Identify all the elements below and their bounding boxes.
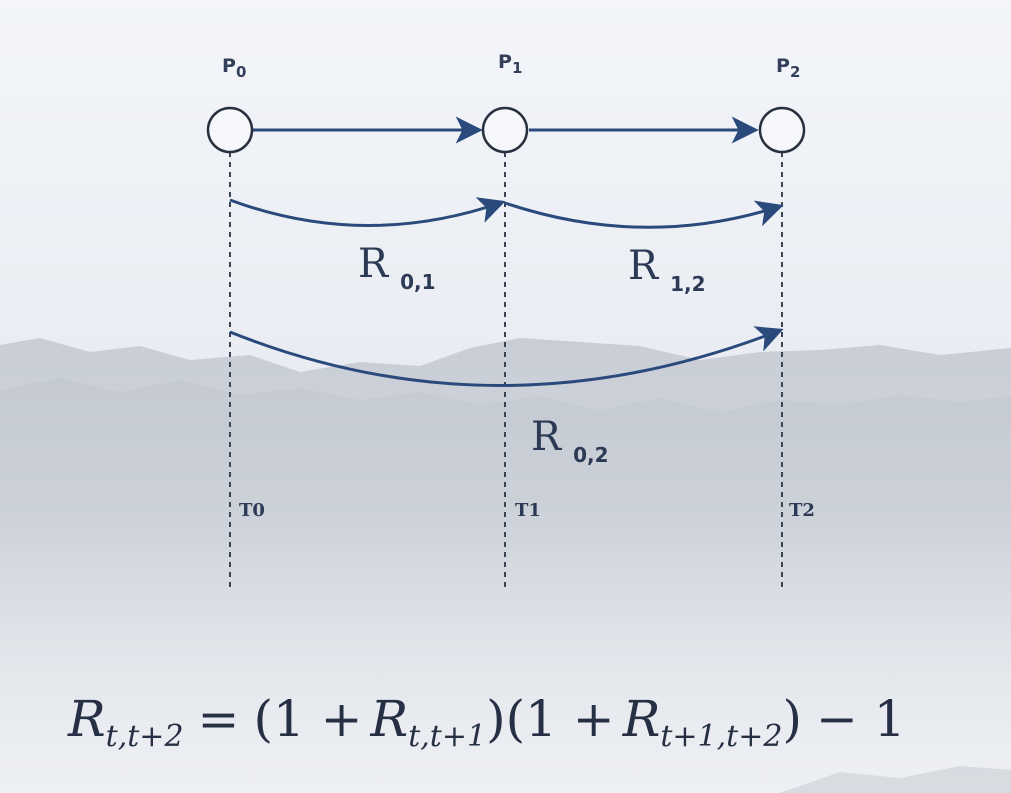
formula-term1-close: ) (486, 690, 506, 748)
formula-lhs-symbol: R (67, 690, 106, 748)
node-label-p2: P2 (776, 55, 800, 81)
formula-term2-open: (1 + (506, 690, 615, 748)
return-arrow-1-2 (504, 200, 784, 229)
formula-tail: − 1 (816, 690, 906, 748)
formula-term2-close: ) (782, 690, 802, 748)
time-label-t0: T0 (239, 500, 265, 521)
node-p1-circle (481, 106, 529, 154)
return-arrow-0-2 (229, 326, 784, 387)
formula-term2-symbol: R (622, 690, 661, 748)
formula-term1-symbol: R (370, 690, 409, 748)
time-label-t1: T1 (515, 500, 541, 521)
formula-lhs-sub: t,t+2 (106, 719, 184, 754)
formula-equals: = (198, 690, 240, 748)
formula-term1-sub: t,t+1 (408, 719, 486, 754)
node-label-p1: P1 (498, 51, 522, 77)
formula-term1-open: (1 + (253, 690, 362, 748)
return-arrow-0-1 (229, 197, 506, 227)
node-p2-circle (758, 106, 806, 154)
node-p0-circle (206, 106, 254, 154)
node-label-p0: P0 (222, 55, 246, 81)
compound-return-formula: Rt,t+2=(1 +Rt,t+1)(1 +Rt+1,t+2)− 1 (67, 690, 906, 754)
formula-term2-sub: t+1,t+2 (660, 719, 782, 754)
time-label-t2: T2 (789, 500, 815, 521)
